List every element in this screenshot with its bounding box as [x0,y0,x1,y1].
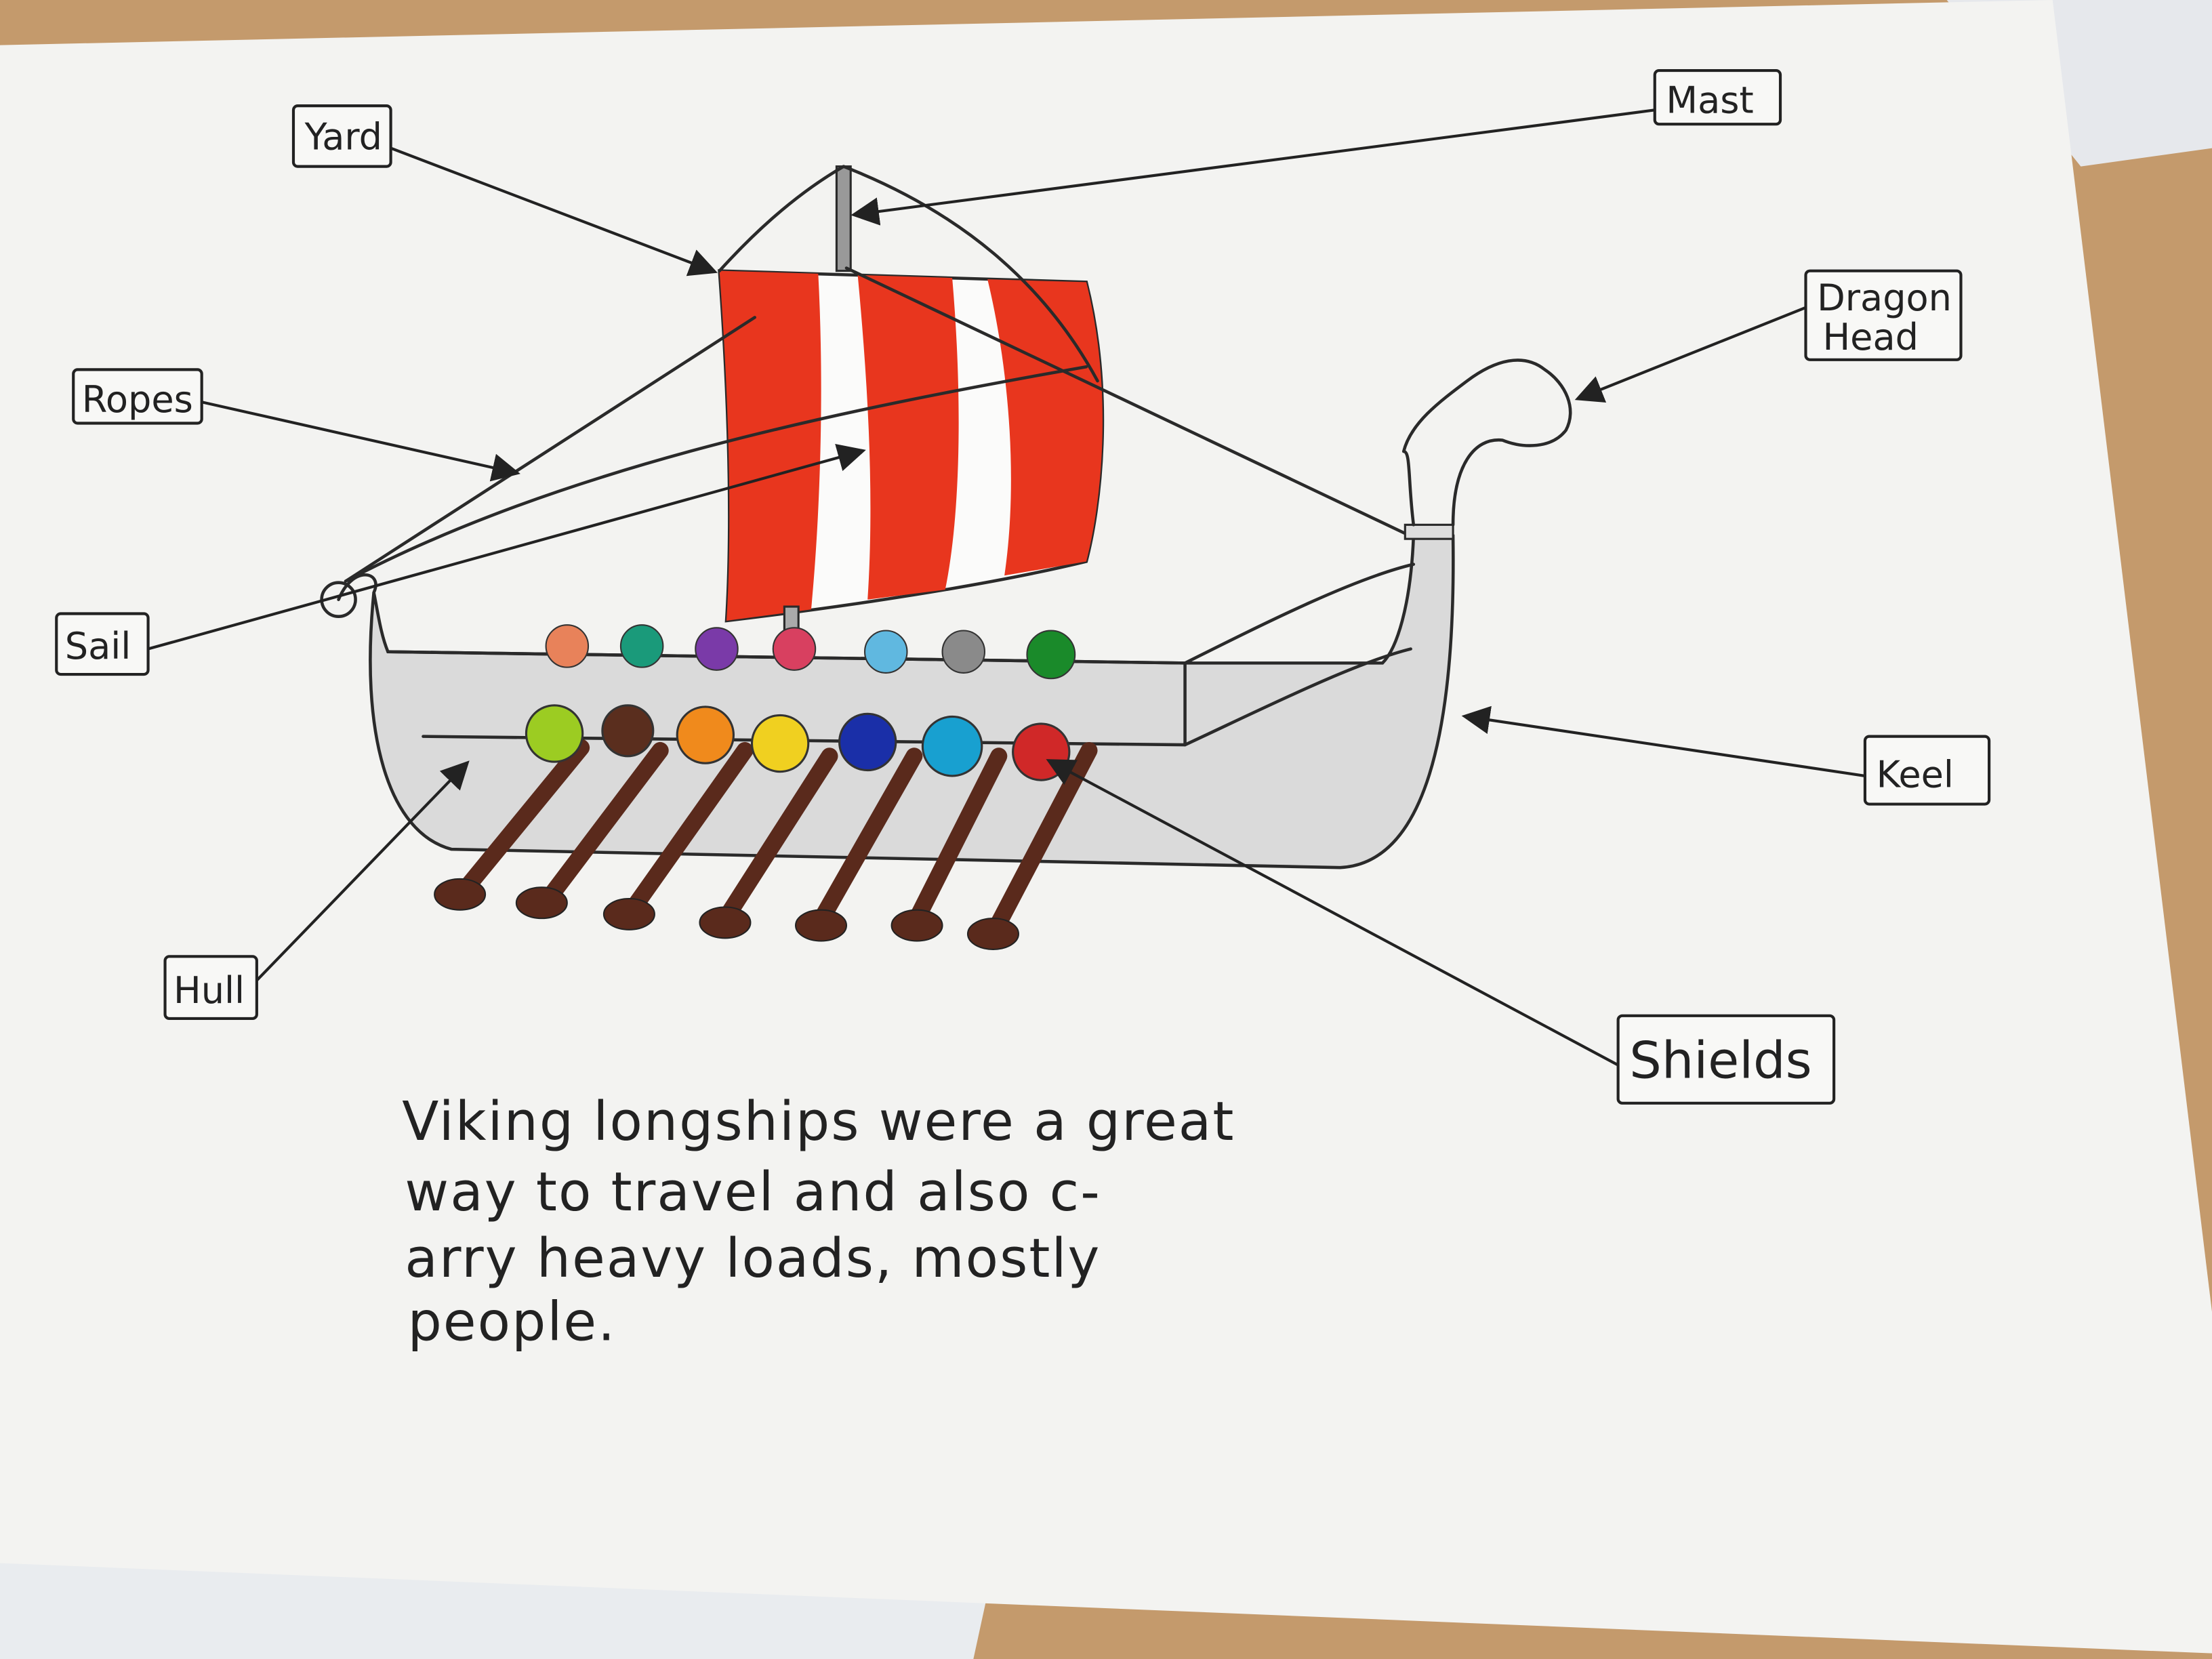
shield [772,627,817,671]
ropes [344,165,1412,583]
shield [750,714,810,773]
mast-label-box [1653,69,1782,126]
shield [619,624,664,668]
note-line: Viking longships were a great [402,1090,1235,1153]
shield [601,704,655,758]
back-shields [545,624,1076,680]
mast-arrow [851,108,1656,226]
mast-label: Mast [1666,79,1753,122]
description-note: Viking longships were a great way to tra… [402,1090,1235,1353]
dragon-head [1401,359,1572,527]
shield [676,705,735,764]
shield [525,704,584,763]
shield [921,715,983,777]
shield [864,630,908,674]
dragon-head-label-line1: Dragon [1817,276,1952,319]
sail [718,269,1105,623]
grid-paper-bottom [0,1551,988,1659]
shield [545,624,590,668]
keel-arrow [1461,705,1866,777]
mast [835,165,852,272]
shields-label-box [1616,1014,1836,1105]
sail-label: Sail [65,625,131,668]
note-line: way to travel and also c- [405,1161,1101,1223]
shield [941,630,986,674]
yard-label: Yard [304,116,382,159]
front-shields [525,704,1071,781]
note-line: people. [408,1291,617,1353]
dragon-head-label-line2: Head [1822,316,1918,359]
shields-arrow [1046,759,1619,1067]
shield [838,712,897,772]
ropes-label-box [72,368,203,425]
shield [695,627,739,671]
dragon-head-label-box [1804,269,1963,361]
hull-arrow [255,760,470,982]
shield [1012,722,1071,781]
shield [1026,630,1076,680]
sail-label-box [55,612,150,676]
note-line: arry heavy loads, mostly [405,1227,1101,1290]
hull-label-box [163,955,258,1021]
ropes-arrow [201,401,520,482]
hull-label: Hull [173,969,245,1012]
keel-label: Keel [1877,754,1954,796]
sail-arrow [148,443,866,651]
shields-label: Shields [1629,1030,1811,1090]
dragon-head-arrow [1574,306,1807,403]
keel-label-box [1863,735,1991,806]
ropes-label: Ropes [82,378,193,421]
label-arrows [148,108,1866,1067]
oar-blades [434,878,1019,950]
yard-label-box [291,104,392,168]
yard-arrow [390,146,718,276]
